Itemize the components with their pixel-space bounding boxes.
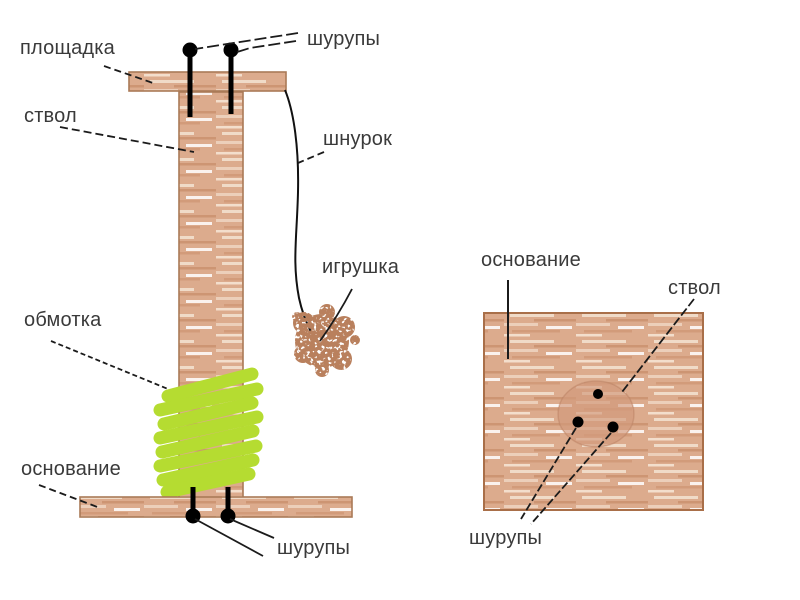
label-toy: игрушка xyxy=(322,256,400,278)
base-shape xyxy=(79,496,353,518)
label-platform: площадка xyxy=(20,37,116,59)
label-screws-right: шурупы xyxy=(469,527,543,549)
screws-top-lead-line-2 xyxy=(236,40,297,53)
label-base: основание xyxy=(21,458,121,480)
screw-dot xyxy=(607,421,619,433)
top-screw-head xyxy=(223,42,239,58)
label-cord: шнурок xyxy=(323,128,393,150)
cross-section-screws xyxy=(572,389,619,433)
trunk-lead-line xyxy=(59,126,195,153)
platform-shape xyxy=(128,71,287,92)
cord-line xyxy=(284,89,312,333)
toy-lead-line xyxy=(319,288,353,342)
screws-right-lead-line-2 xyxy=(530,432,612,525)
label-lead-lines xyxy=(38,32,695,557)
winding-lead-line xyxy=(50,340,169,390)
label-trunk: ствол xyxy=(24,105,77,127)
screw-dot xyxy=(572,416,584,428)
screw-dot xyxy=(593,389,603,399)
toy-pompom xyxy=(292,304,360,377)
screws-top-lead-line-1 xyxy=(194,32,299,50)
top-screw-head xyxy=(182,42,198,58)
screws-right-lead-line-1 xyxy=(520,427,577,520)
platform-lead-line xyxy=(103,65,154,84)
label-winding: обмотка xyxy=(24,309,102,331)
top-screws xyxy=(182,42,239,117)
screws-bottom-lead-line-1 xyxy=(194,518,264,557)
screws-bottom-lead-line-2 xyxy=(229,518,275,539)
trunk-right-lead-line xyxy=(621,298,695,393)
cord-lead-line xyxy=(297,151,325,164)
label-trunk-right: ствол xyxy=(668,277,721,299)
label-base-right: основание xyxy=(481,249,581,271)
label-screws-bottom: шурупы xyxy=(277,537,351,559)
label-screws-top: шурупы xyxy=(307,28,381,50)
winding-coil xyxy=(153,367,264,499)
